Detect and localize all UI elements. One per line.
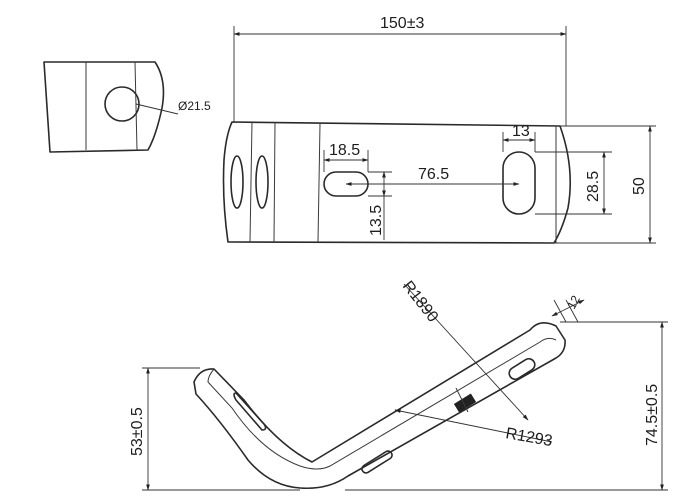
slot-width-h-label: 18.5 — [329, 142, 360, 159]
overall-length-label: 150±3 — [380, 15, 424, 32]
slot-width-v-label: 13 — [512, 123, 530, 140]
vertical-slot — [502, 151, 536, 215]
slot-length-v-label: 28.5 — [585, 171, 602, 202]
bend-height-left-label: 53±0.5 — [129, 407, 146, 456]
bend-profile: R1890 R1293 12 74.5±0.5 53±0.5 — [129, 278, 668, 491]
part-height-label: 50 — [631, 177, 648, 195]
top-view: 150±3 18.5 76.5 13.5 13 28.5 50 — [222, 15, 656, 244]
bend-height-right-label: 74.5±0.5 — [644, 384, 661, 446]
right-end-slot — [508, 357, 536, 381]
mounting-hole — [104, 86, 140, 122]
side-view: Ø21.5 — [43, 61, 211, 153]
slot-height-h-label: 13.5 — [368, 205, 385, 236]
hole-diameter-label: Ø21.5 — [178, 99, 211, 113]
left-end-slot — [233, 392, 267, 431]
end-slot-2 — [255, 155, 269, 209]
bottom-slot — [361, 450, 393, 474]
radius-inner-label: R1293 — [504, 425, 553, 450]
thickness-label: 12 — [564, 293, 583, 312]
end-slot-1 — [230, 155, 244, 209]
filled-tab — [453, 393, 477, 413]
hole-spacing-label: 76.5 — [418, 166, 449, 183]
radius-outer-label: R1890 — [399, 278, 441, 326]
